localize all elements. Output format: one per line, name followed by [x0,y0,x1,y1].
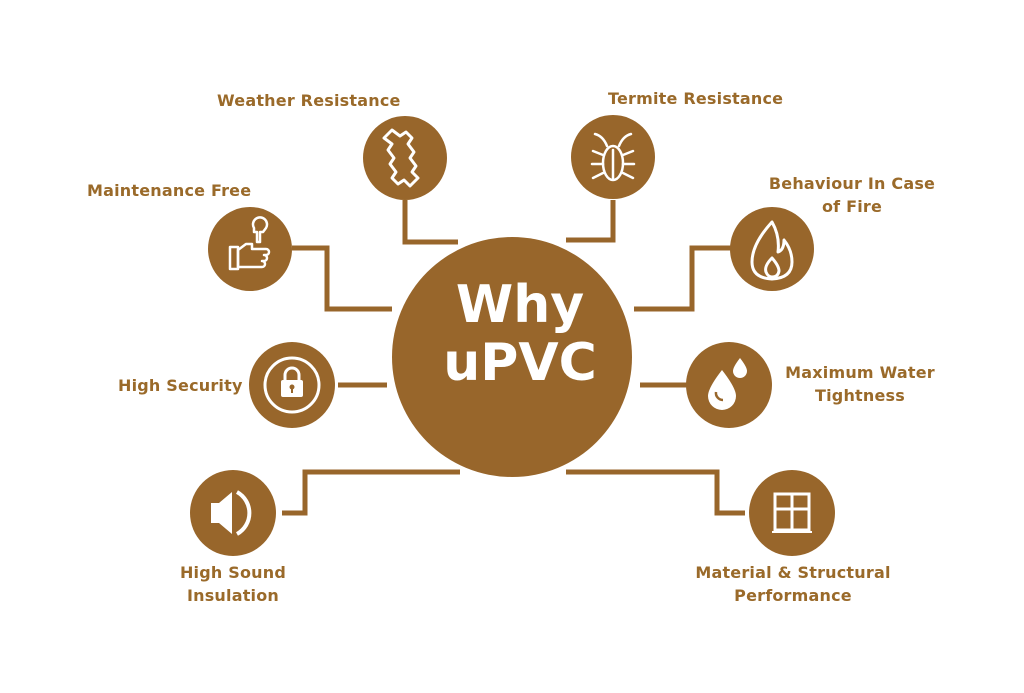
termite-node [571,115,655,199]
maintenance-circle [208,207,292,291]
speaker-icon [211,490,252,536]
window-icon [772,492,812,533]
water-drops-icon [708,358,747,410]
flame-icon [750,220,794,281]
connector-fire [634,245,733,312]
material-node [749,470,835,556]
lock-icon [281,366,303,397]
label-material-line1: Material & Structural [695,563,891,582]
connector-lines [282,200,745,516]
label-material: Material & Structural Performance [688,561,898,607]
label-fire-line1: Behaviour In Case [768,174,936,193]
label-termite-resistance: Termite Resistance [608,89,784,108]
bug-icon [590,132,636,182]
label-fire-line2: of Fire [821,197,883,216]
label-sound: High Sound Insulation [163,561,303,607]
connector-termite [566,200,616,243]
label-weather-resistance: Weather Resistance [217,91,401,110]
sound-node [190,470,276,556]
weather-icon [382,128,420,188]
weather-circle [363,116,447,200]
fire-circle [730,207,814,291]
hand-wrench-icon [228,216,271,271]
label-water: Maximum Water Tightness [775,361,945,407]
connector-maintenance [292,245,392,312]
center-title-line2: uPVC [443,333,597,393]
label-sound-line2: Insulation [186,586,280,605]
fire-node [730,207,814,291]
label-fire: Behaviour In Case of Fire [752,172,952,218]
connector-sound [282,469,460,516]
sound-circle [190,470,276,556]
label-maintenance-free: Maintenance Free [87,181,252,200]
water-node [686,342,772,428]
connector-weather [402,200,458,245]
center-circle [392,237,632,477]
center-title: Why uPVC [390,276,650,392]
weather-node [363,116,447,200]
label-material-line2: Performance [734,586,852,605]
label-high-security: High Security [118,376,243,395]
maintenance-node [208,207,292,291]
security-node [249,342,335,428]
label-sound-line1: High Sound [179,563,287,582]
connector-material [566,469,745,516]
label-water-line2: Tightness [815,386,905,405]
label-water-line1: Maximum Water [785,363,935,382]
center-title-line1: Why [455,275,585,335]
